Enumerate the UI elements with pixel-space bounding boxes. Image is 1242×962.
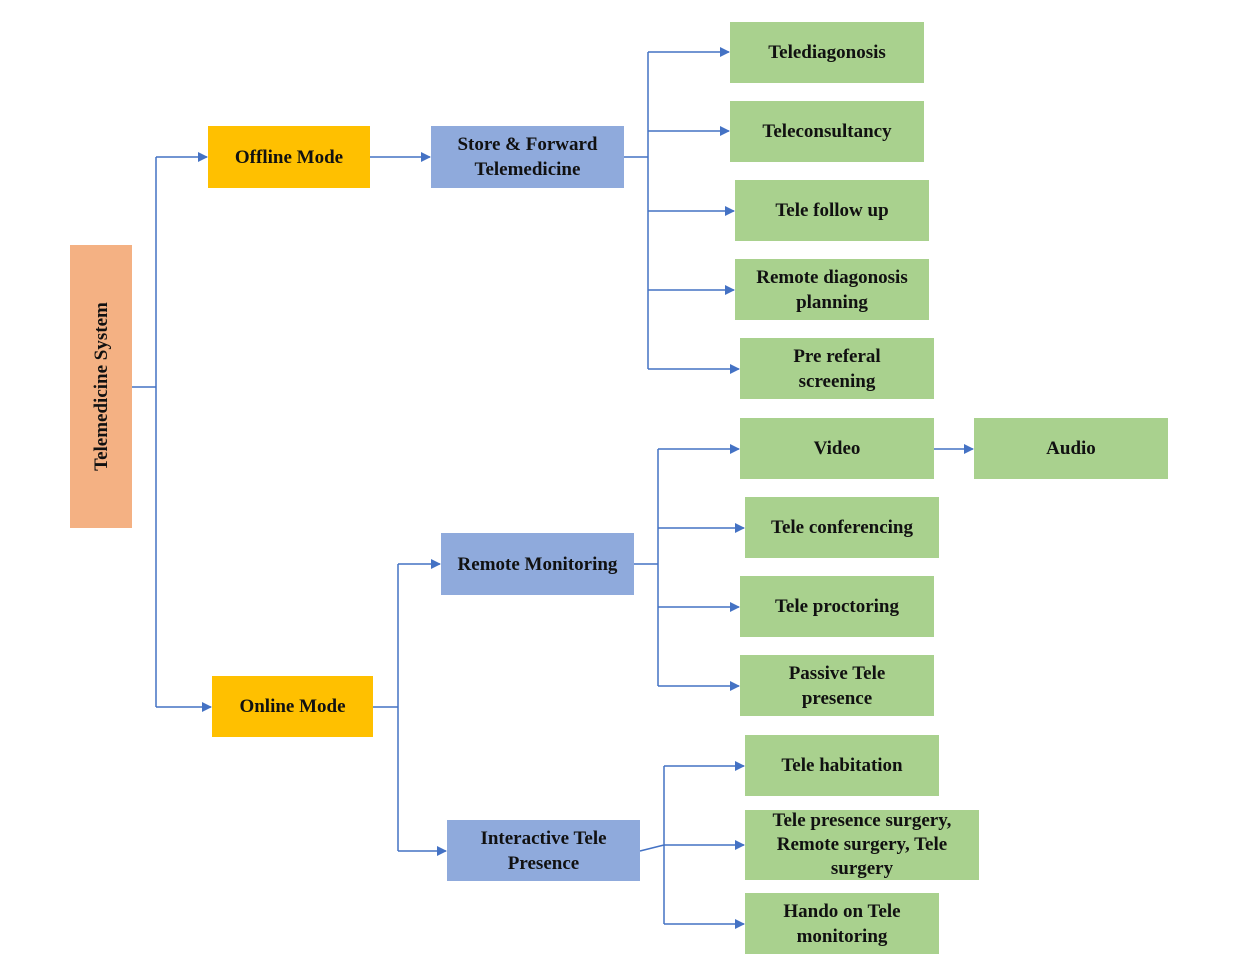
leaf-pre-referal-screening: Pre referal screening — [740, 338, 934, 399]
store-forward-node: Store & Forward Telemedicine — [431, 126, 624, 188]
leaf-teleconsultancy: Teleconsultancy — [730, 101, 924, 162]
leaf-telediagonosis: Telediagonosis — [730, 22, 924, 83]
leaf-remote-diagonosis-planning: Remote diagonosis planning — [735, 259, 929, 320]
interactive-tele-presence-node: Interactive Tele Presence — [447, 820, 640, 881]
leaf-video: Video — [740, 418, 934, 479]
connector-root-modes — [132, 157, 157, 707]
remote-monitoring-node: Remote Monitoring — [441, 533, 634, 595]
telemedicine-system-label: Telemedicine System — [90, 302, 112, 471]
connector-remote-monitoring — [634, 449, 659, 686]
leaf-tele-presence-surgery: Tele presence surgery, Remote surgery, T… — [745, 810, 979, 880]
leaf-hando-on-tele-monitoring: Hando on Tele monitoring — [745, 893, 939, 954]
online-mode-node: Online Mode — [212, 676, 373, 737]
leaf-audio: Audio — [974, 418, 1168, 479]
offline-mode-node: Offline Mode — [208, 126, 370, 188]
leaf-tele-habitation: Tele habitation — [745, 735, 939, 796]
leaf-passive-tele-presence: Passive Tele presence — [740, 655, 934, 716]
connector-online-mode — [373, 564, 399, 851]
connector-interactive — [639, 766, 665, 924]
telemedicine-system-node: Telemedicine System — [70, 245, 132, 528]
leaf-tele-proctoring: Tele proctoring — [740, 576, 934, 637]
leaf-tele-conferencing: Tele conferencing — [745, 497, 939, 558]
connector-store-forward — [624, 52, 649, 369]
leaf-tele-follow-up: Tele follow up — [735, 180, 929, 241]
